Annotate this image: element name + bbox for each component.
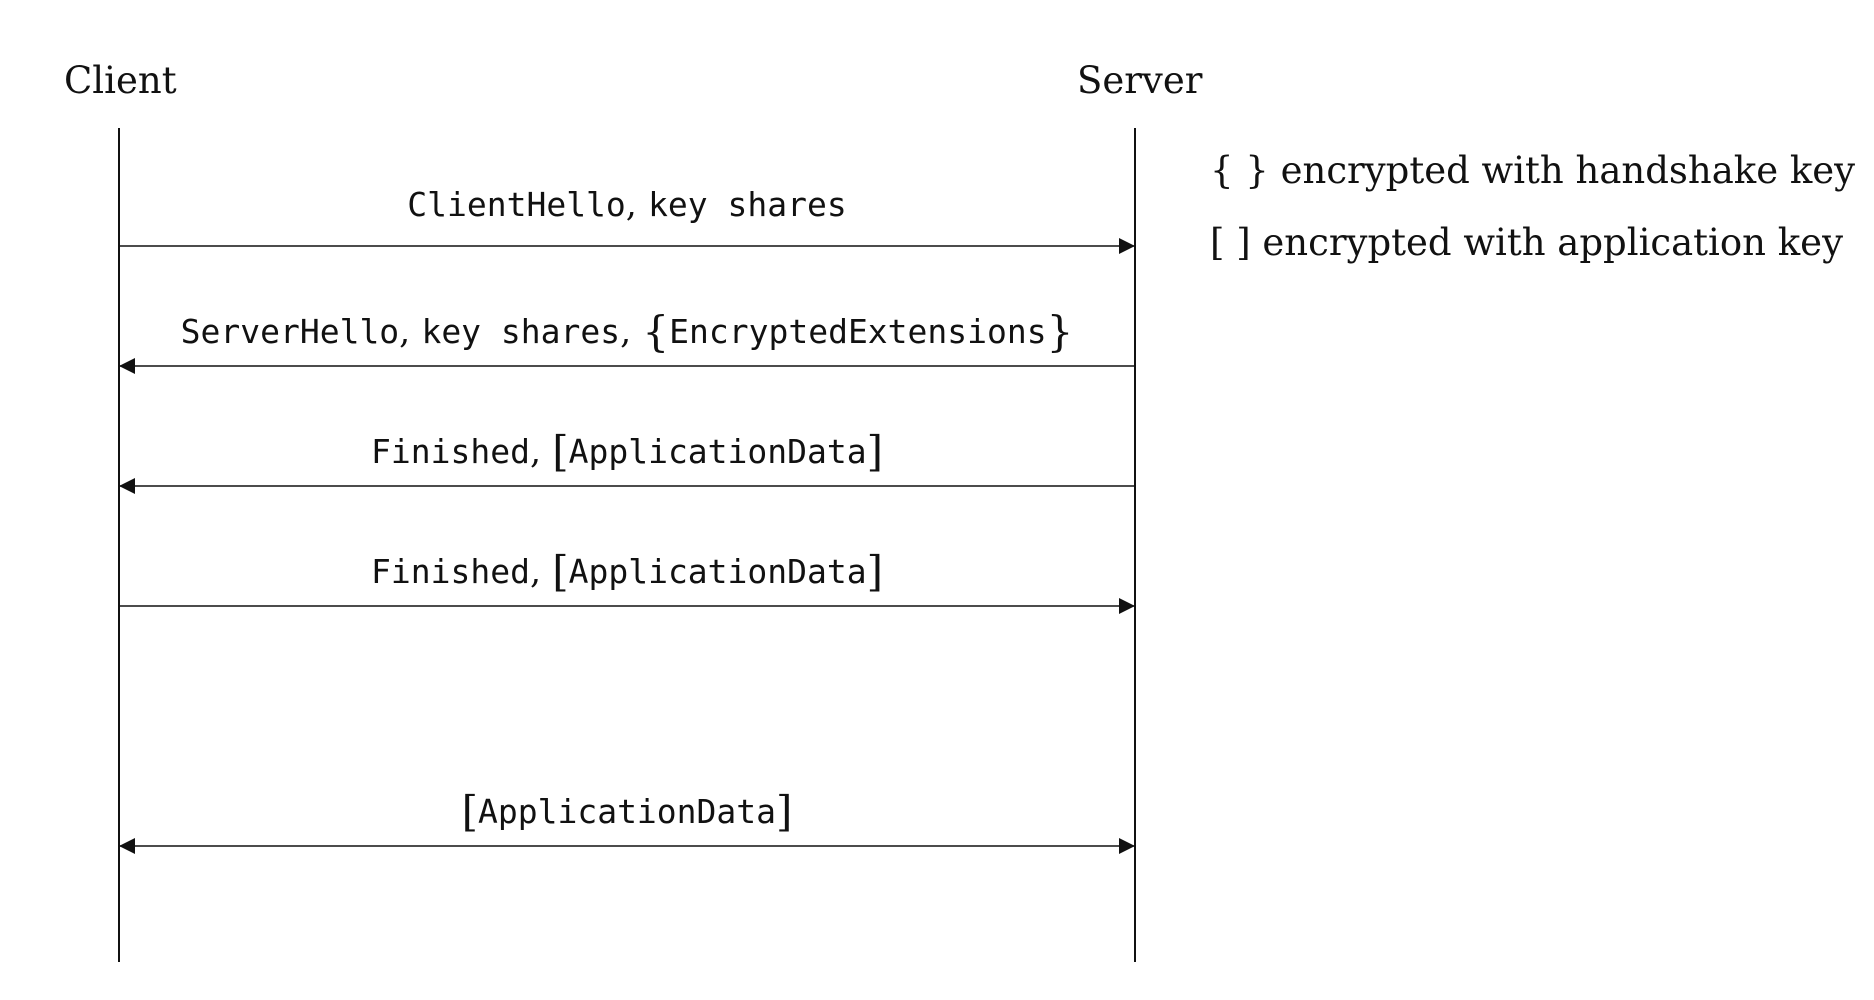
message-3-part-1: Finished	[370, 432, 530, 471]
message-1-part-1: ClientHello	[407, 185, 626, 224]
message-label-5: [ApplicationData]	[462, 788, 793, 833]
legend-handshake-symbol: { }	[1210, 149, 1269, 192]
message-2-part-1: ServerHello	[180, 312, 400, 351]
message-2-part-4: ,	[620, 312, 643, 352]
message-2-part-5: {	[642, 307, 670, 356]
message-5-part-1: [	[461, 787, 478, 836]
server-label: Server	[1077, 59, 1203, 102]
legend-handshake-key: { } encrypted with handshake key	[1210, 152, 1855, 189]
message-4-part-1: Finished	[370, 552, 530, 591]
message-2-part-3: key shares	[421, 312, 621, 351]
legend-application-text: encrypted with application key	[1262, 221, 1843, 264]
message-label-3: Finished, [ApplicationData]	[370, 428, 883, 473]
message-3-part-3: [	[552, 427, 569, 476]
message-1-part-3: key shares	[648, 185, 847, 224]
message-label-1: ClientHello, key shares	[407, 188, 847, 223]
message-3-part-4: ApplicationData	[568, 432, 867, 471]
message-label-4: Finished, [ApplicationData]	[370, 548, 883, 593]
message-5-part-2: ApplicationData	[477, 792, 777, 831]
message-2-part-6: EncryptedExtensions	[669, 312, 1047, 351]
message-3-part-2: ,	[529, 432, 553, 472]
message-1-part-2: ,	[625, 185, 649, 225]
message-label-2: ServerHello, key shares, {EncryptedExten…	[180, 308, 1074, 353]
message-4-part-4: ApplicationData	[568, 552, 867, 591]
message-2-part-7: }	[1046, 307, 1074, 356]
client-label: Client	[64, 59, 177, 102]
message-4-part-5: ]	[866, 547, 884, 596]
legend-handshake-text: encrypted with handshake key	[1280, 149, 1856, 192]
message-2-part-2: ,	[399, 312, 422, 352]
message-4-part-3: [	[552, 547, 569, 596]
message-5-part-3: ]	[776, 787, 793, 836]
message-3-part-5: ]	[866, 427, 884, 476]
legend-application-symbol: [ ]	[1210, 221, 1251, 264]
legend-application-key: [ ] encrypted with application key	[1210, 224, 1843, 261]
message-4-part-2: ,	[529, 552, 553, 592]
